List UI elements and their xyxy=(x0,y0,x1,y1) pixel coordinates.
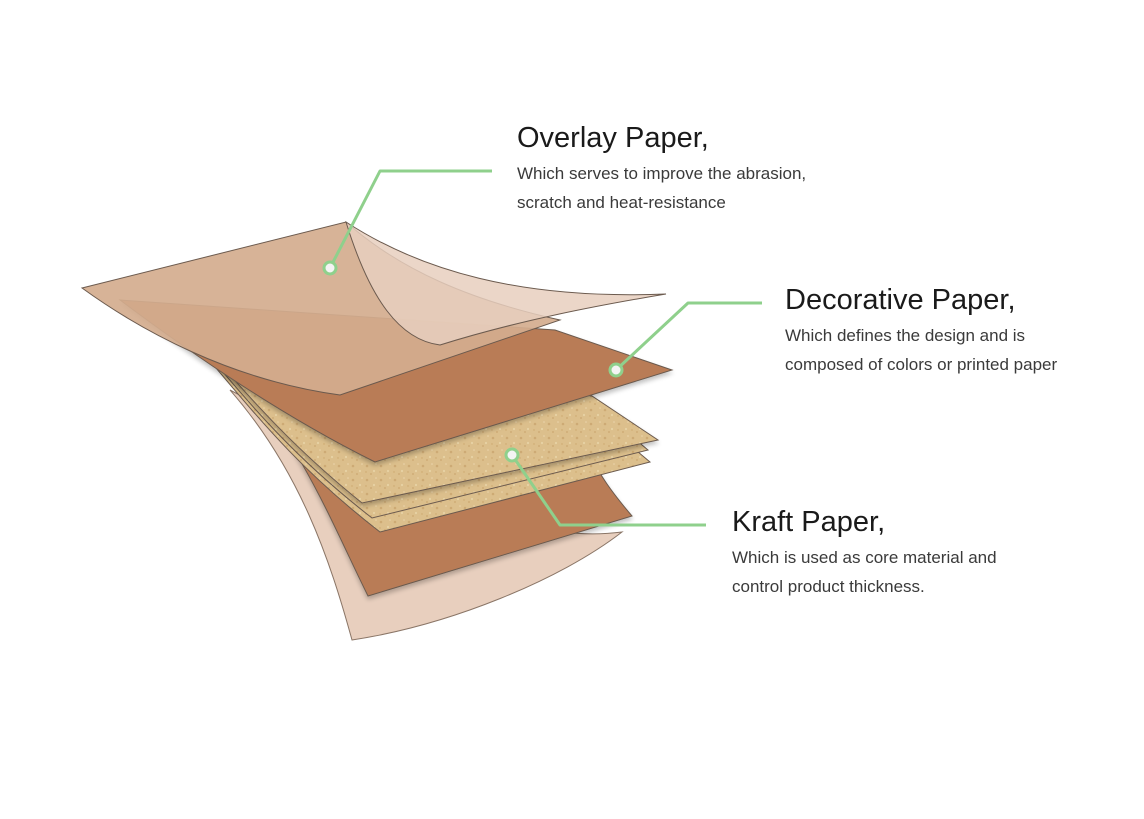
kraft-leader-dot xyxy=(504,447,520,463)
decorative-paper-title: Decorative Paper, xyxy=(785,284,1016,316)
kraft-leader-line xyxy=(510,454,706,527)
decorative-description-line-1: Which defines the design and is xyxy=(785,326,1026,345)
decorative-paper-label: Decorative Paper, Which defines the desi… xyxy=(785,283,1057,379)
decorative-paper-description: Which defines the design and is composed… xyxy=(785,321,1057,379)
kraft-paper-label: Kraft Paper, Which is used as core mater… xyxy=(732,505,997,601)
overlay-paper-title: Overlay Paper, xyxy=(517,122,709,154)
overlay-leader-dot xyxy=(322,260,338,276)
kraft-description-line-1: Which is used as core material and xyxy=(732,548,997,567)
kraft-paper-title: Kraft Paper, xyxy=(732,506,886,538)
overlay-description-line-2: scratch and heat-resistance xyxy=(517,193,726,212)
overlay-sheet-curl xyxy=(345,220,667,346)
kraft-paper-description: Which is used as core material and contr… xyxy=(732,543,997,601)
overlay-description-line-1: Which serves to improve the abrasion, xyxy=(517,164,807,183)
overlay-leader-line xyxy=(328,169,492,269)
kraft-description-line-2: control product thickness. xyxy=(732,577,925,596)
decorative-leader-dot xyxy=(608,362,624,378)
decorative-leader-line xyxy=(614,301,762,372)
decorative-description-line-2: composed of colors or printed paper xyxy=(785,355,1058,374)
overlay-paper-description: Which serves to improve the abrasion, sc… xyxy=(517,159,806,217)
overlay-paper-label: Overlay Paper, Which serves to improve t… xyxy=(517,121,806,217)
